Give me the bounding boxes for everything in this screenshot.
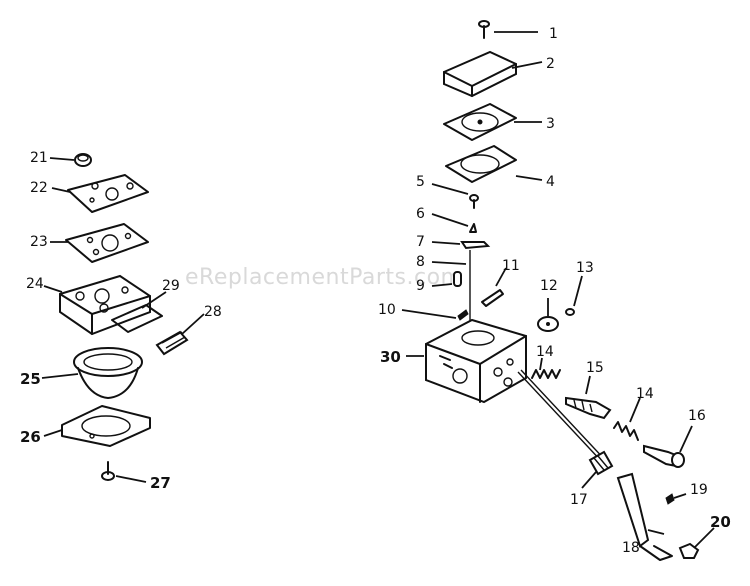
part-23-diaphragm bbox=[65, 223, 149, 263]
callout-5: 5 bbox=[416, 174, 425, 190]
part-18-throttle-shaft bbox=[517, 369, 673, 561]
part-17-spring bbox=[588, 450, 614, 476]
callout-15: 15 bbox=[586, 360, 604, 376]
part-15-screw bbox=[565, 396, 612, 420]
part-22-gasket bbox=[67, 174, 149, 213]
part-4-gasket bbox=[445, 145, 517, 183]
callout-20: 20 bbox=[710, 513, 731, 531]
part-2-cover bbox=[443, 50, 517, 98]
part-9-spring bbox=[453, 271, 462, 287]
part-11-pin bbox=[481, 289, 504, 307]
callout-23: 23 bbox=[30, 234, 48, 250]
callout-21: 21 bbox=[30, 150, 48, 166]
callout-17: 17 bbox=[570, 492, 588, 508]
callout-6: 6 bbox=[416, 206, 425, 222]
callout-25: 25 bbox=[20, 370, 41, 388]
callout-19: 19 bbox=[690, 482, 708, 498]
part-21-cap bbox=[74, 153, 92, 167]
part-14-spring-upper bbox=[531, 369, 561, 379]
callout-7: 7 bbox=[416, 234, 425, 250]
callout-11: 11 bbox=[502, 258, 520, 274]
part-12-disc bbox=[537, 316, 559, 332]
callout-22: 22 bbox=[30, 180, 48, 196]
callout-12: 12 bbox=[540, 278, 558, 294]
part-5-screw bbox=[469, 194, 479, 209]
leader-lines bbox=[41, 31, 715, 549]
callout-8: 8 bbox=[416, 254, 425, 270]
callout-28: 28 bbox=[204, 304, 222, 320]
part-10-needle bbox=[457, 309, 469, 321]
callout-14-lower: 14 bbox=[636, 386, 654, 402]
callout-13: 13 bbox=[576, 260, 594, 276]
callout-2: 2 bbox=[546, 56, 555, 72]
part-1-screw bbox=[478, 20, 490, 39]
part-25-cup bbox=[73, 347, 143, 399]
callout-27: 27 bbox=[150, 474, 171, 492]
callout-14-upper: 14 bbox=[536, 344, 554, 360]
part-16-screw bbox=[643, 444, 685, 468]
callout-16: 16 bbox=[688, 408, 706, 424]
callout-26: 26 bbox=[20, 428, 41, 446]
part-26-cover bbox=[61, 405, 151, 447]
watermark: eReplacementParts.com bbox=[185, 265, 462, 290]
part-28-fitting bbox=[155, 330, 189, 356]
part-27-screw bbox=[101, 461, 115, 481]
callout-4: 4 bbox=[546, 174, 555, 190]
callout-3: 3 bbox=[546, 116, 555, 132]
part-6-pin bbox=[469, 223, 477, 233]
part-7-lever bbox=[460, 241, 491, 250]
callout-24: 24 bbox=[26, 276, 44, 292]
part-3-diaphragm bbox=[443, 103, 517, 141]
callout-9: 9 bbox=[416, 278, 425, 294]
callout-30: 30 bbox=[380, 348, 401, 366]
part-24-pump-body bbox=[59, 274, 163, 336]
part-14-spring-lower bbox=[613, 421, 639, 441]
part-30-carburetor-body bbox=[425, 318, 527, 404]
callout-29: 29 bbox=[162, 278, 180, 294]
part-13-screw bbox=[565, 308, 575, 316]
part-19-clip bbox=[665, 493, 675, 505]
callout-10: 10 bbox=[378, 302, 396, 318]
callout-18: 18 bbox=[622, 540, 640, 556]
callout-1: 1 bbox=[549, 26, 558, 42]
